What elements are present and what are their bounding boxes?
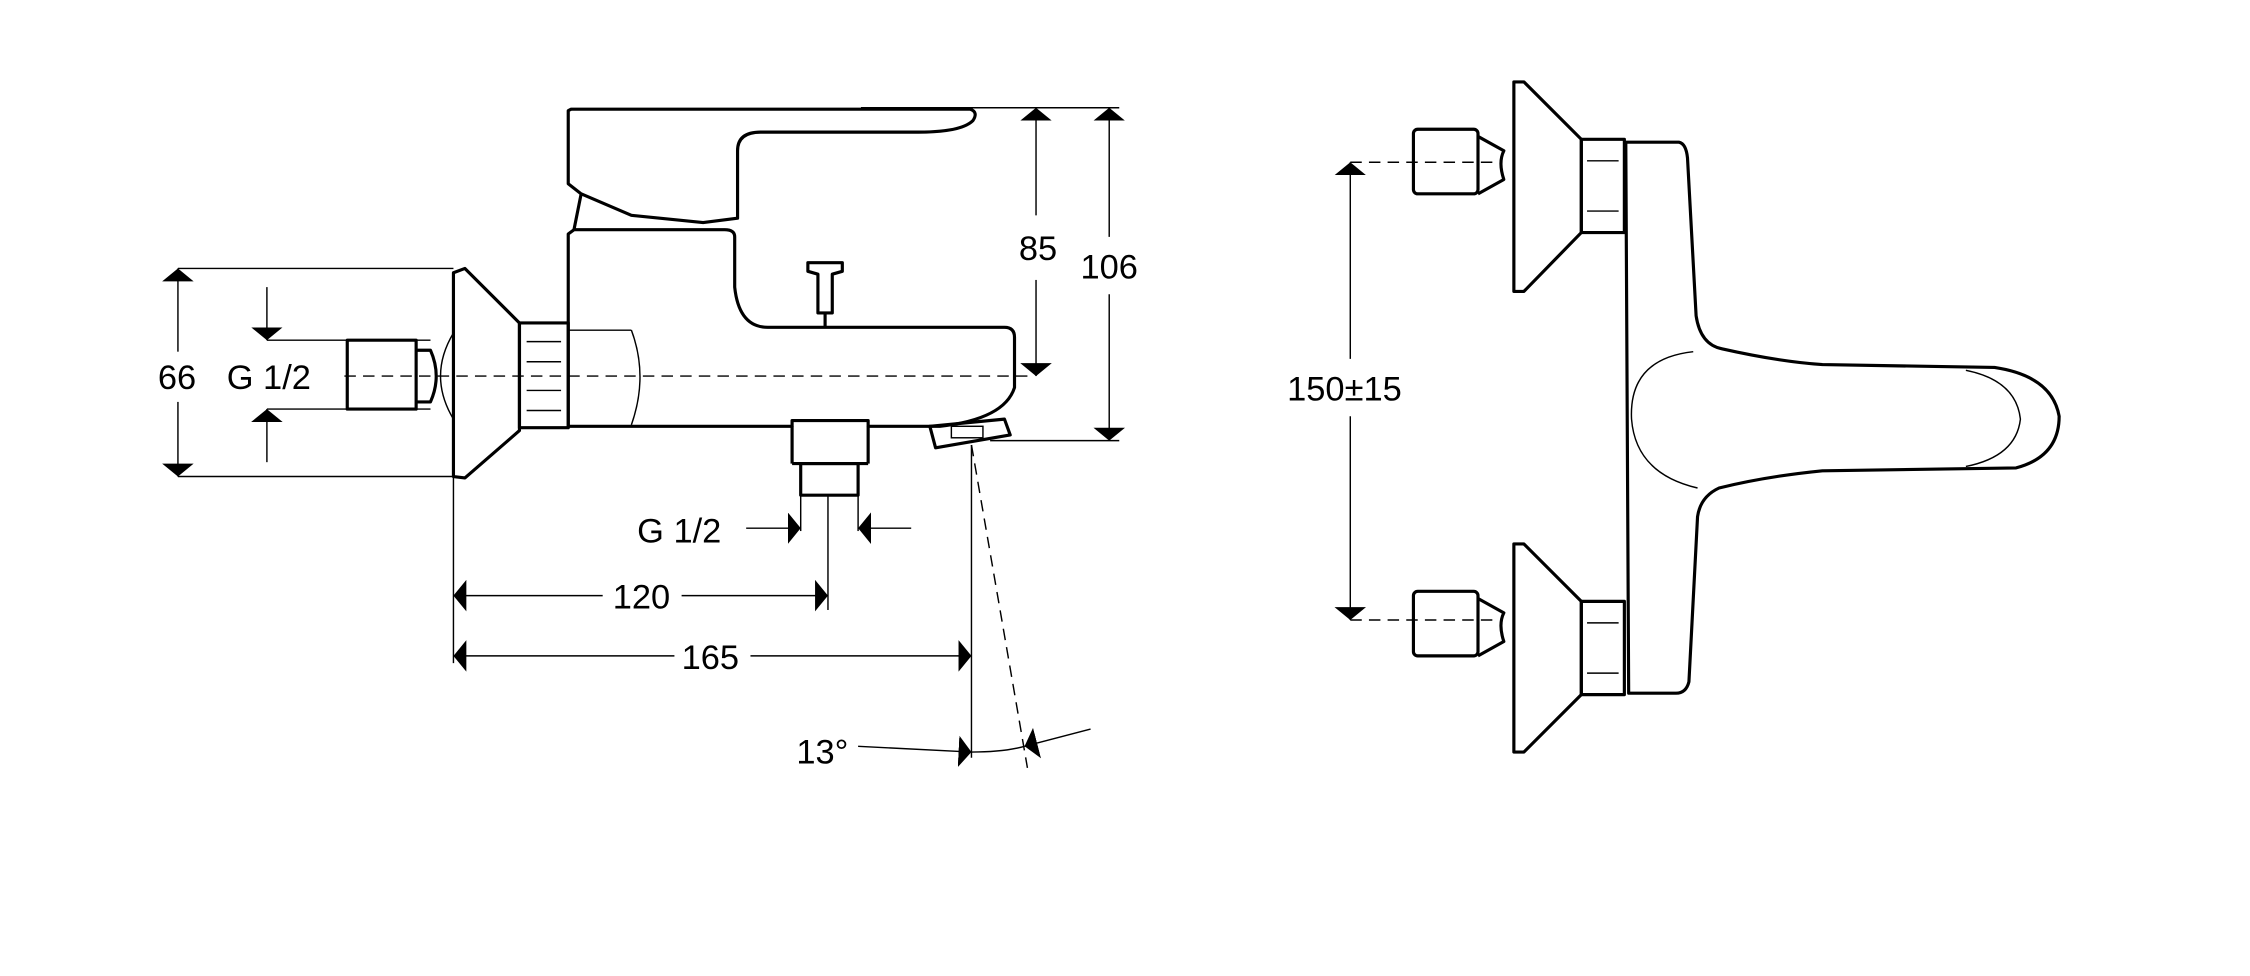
dim-120-label: 120 [613,579,670,617]
thread-inlet-label: G 1/2 [227,359,311,397]
dim-106-label: 106 [1081,248,1138,286]
angle-13-label: 13° [796,734,848,772]
aerator [928,417,1012,450]
mixer-body-front [1624,140,2061,695]
escutcheon-dome [439,332,455,420]
inlet-neck [416,348,438,404]
diverter-knob [806,261,844,315]
inlet-pipe [345,338,418,411]
dim-150-label: 150±15 [1287,370,1402,408]
escutcheon [451,266,522,480]
front-view: 150±15 [1287,80,2061,754]
mixer-body [566,228,1017,428]
dim-66-label: 66 [158,359,196,397]
lever-base [1630,350,1698,489]
upper-inlet [1350,80,1626,293]
lever-handle [566,107,977,225]
dim-85-label: 85 [1019,230,1057,268]
side-view: 66 G 1/2 85 106 G 1/2 120 165 [158,107,1138,772]
thread-outlet-label: G 1/2 [637,513,721,551]
bath-outlet [799,462,860,497]
dim-165-label: 165 [682,639,739,677]
body-ring [630,329,641,426]
lower-inlet [1350,542,1626,754]
